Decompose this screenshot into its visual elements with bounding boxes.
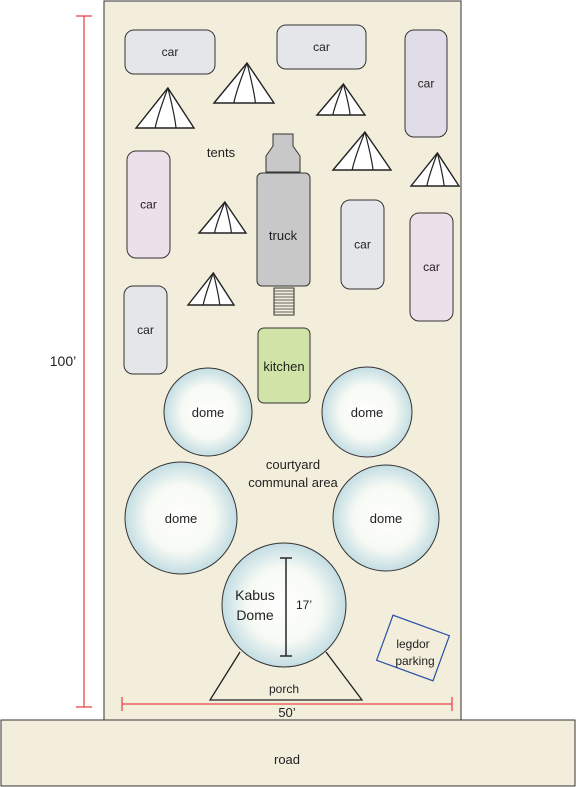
dome-label: dome [192,405,225,420]
car-body [126,150,171,259]
dome: dome [163,367,253,457]
legdor-label-line1: legdor [396,637,429,651]
car-label: car [354,238,371,252]
diameter-marker [280,557,292,657]
length-label: 100’ [50,353,76,369]
tent-icon [186,271,236,306]
legdor-label-line2: parking [395,654,434,668]
dome-label: dome [370,511,403,526]
truck-ramp [273,287,295,316]
kitchen [257,327,311,404]
car-label: car [418,77,435,91]
porch-label: porch [269,682,299,696]
diameter-label: 17’ [296,598,312,612]
car: car [340,199,385,290]
courtyard-label-line2: communal area [248,475,338,490]
tent-icon [197,200,248,234]
car-body [409,212,454,322]
width-label: 50’ [278,705,295,720]
car: car [123,285,168,375]
kabus-dome-label-line2: Dome [236,607,274,623]
car-label: car [313,40,330,54]
dome: dome [124,461,238,575]
truck-cab [265,133,301,173]
dome-shape [321,366,413,458]
car-label: car [162,45,179,59]
kabus-dome-label-line1: Kabus [235,587,275,603]
car-body [123,285,168,375]
dome-label: dome [351,405,384,420]
road [0,719,576,787]
truck [256,133,311,316]
width-dimension [121,697,453,711]
length-dimension [76,15,92,708]
dome-label: dome [165,511,198,526]
truck-body [256,172,311,287]
kitchen-label: kitchen [263,359,304,374]
car-body [404,29,448,138]
road-label: road [274,752,300,767]
car-label: car [423,260,440,274]
legdor-parking [375,614,451,682]
car-body [276,24,367,70]
tent-icon [315,82,367,116]
dome: dome [332,464,440,572]
car-body [124,29,216,75]
car-body [340,199,385,290]
tent-icon [212,61,276,104]
truck-label: truck [269,228,298,243]
tent-icon [134,86,196,129]
tents-label: tents [207,145,236,160]
dome: dome [321,366,413,458]
tent-icon [331,130,393,171]
car: car [409,212,454,322]
car-label: car [137,323,154,337]
kabus-dome [221,542,347,668]
dome-shape [163,367,253,457]
car: car [126,150,171,259]
car: car [124,29,216,75]
courtyard-label-line1: courtyard [266,457,320,472]
car: car [404,29,448,138]
car-label: car [140,198,157,212]
tent-icon [409,151,461,187]
car: car [276,24,367,70]
dome-shape [124,461,238,575]
porch [208,651,364,701]
dome-shape [332,464,440,572]
